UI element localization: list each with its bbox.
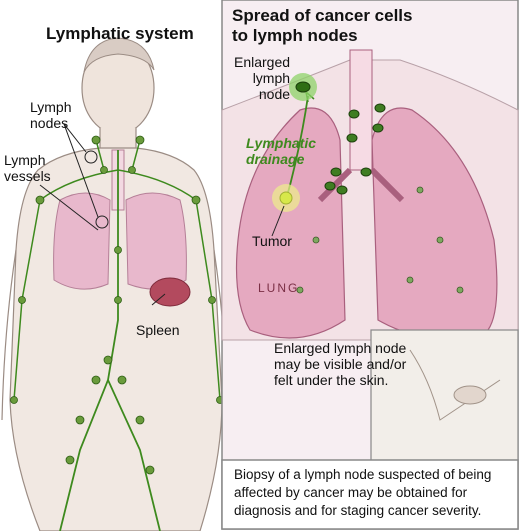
lymph-vessels-label-line-1: Lymph xyxy=(4,152,46,168)
lymphatic-drainage-label-line-2: drainage xyxy=(246,151,305,167)
lymph-vessels-label: Lymph vessels xyxy=(4,152,51,184)
lung-label: LUNG xyxy=(258,281,300,295)
lymph-vessels-label-line-2: vessels xyxy=(4,168,51,184)
enlarged-node-label-line-1: Enlarged xyxy=(234,54,291,70)
lymph-nodes-label: Lymph nodes xyxy=(30,99,72,131)
footer-line-2: affected by cancer may be obtained for xyxy=(234,485,468,500)
footer-line-1: Biopsy of a lymph node suspected of bein… xyxy=(234,467,492,482)
inset-caption-line-3: felt under the skin. xyxy=(274,372,389,388)
inset-caption-line-2: may be visible and/or xyxy=(274,356,407,372)
lymph-nodes-label-line-2: nodes xyxy=(30,115,69,131)
chest-cutaway xyxy=(221,49,519,341)
spleen-label: Spleen xyxy=(136,322,180,338)
right-panel-title-line-1: Spread of cancer cells xyxy=(232,6,413,25)
footer-line-3: diagnosis and for staging cancer severit… xyxy=(234,503,482,518)
right-panel-title-line-2: to lymph nodes xyxy=(232,26,358,45)
lymph-nodes-label-line-1: Lymph xyxy=(30,99,72,115)
footer-text: Biopsy of a lymph node suspected of bein… xyxy=(234,466,491,520)
tumor-label: Tumor xyxy=(252,233,292,249)
enlarged-node-label: Enlarged lymph node xyxy=(234,54,290,102)
enlarged-node-label-line-3: node xyxy=(258,86,291,102)
left-panel-title: Lymphatic system xyxy=(46,24,194,43)
body-figure xyxy=(1,37,229,531)
neck-inset xyxy=(370,329,519,465)
inset-caption-line-1: Enlarged lymph node xyxy=(274,340,407,356)
lymphatic-drainage-label-line-1: Lymphatic xyxy=(246,135,317,151)
footer-frame xyxy=(221,459,519,530)
right-panel-title: Spread of cancer cells to lymph nodes xyxy=(232,6,412,46)
inset-caption: Enlarged lymph node may be visible and/o… xyxy=(274,340,406,388)
lymphatic-drainage-label: Lymphatic drainage xyxy=(246,135,316,167)
enlarged-node-label-line-2: lymph xyxy=(252,70,291,86)
